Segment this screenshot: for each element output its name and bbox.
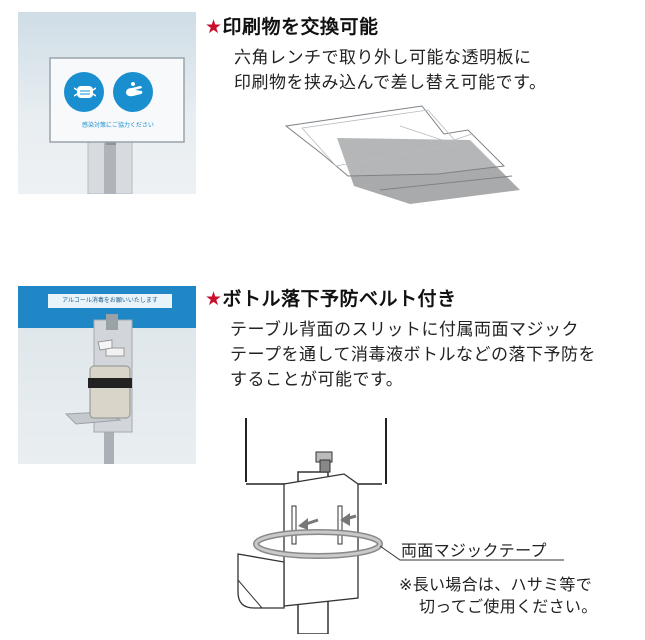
belt-label: 両面マジックテープ: [401, 541, 547, 560]
mask-icon: [74, 86, 96, 98]
sign-stand-photo: [18, 12, 196, 194]
hand-sanitize-icon: [126, 82, 143, 97]
star-icon: ★: [205, 288, 223, 310]
body-line: することが可能です。: [230, 370, 404, 390]
star-icon: ★: [205, 16, 223, 38]
section2-title: ボトル落下予防ベルト付き: [222, 288, 457, 310]
note-line: 切ってご使用ください。: [419, 597, 598, 616]
section1-title: 印刷物を交換可能: [222, 16, 379, 38]
sign-caption: 感染対策にご協力ください: [82, 122, 154, 129]
section2-heading: ★ボトル落下予防ベルト付き: [205, 284, 457, 311]
section2-body: テーブル背面のスリットに付属両面マジック テープを通して消毒液ボトルなどの落下予…: [230, 318, 596, 393]
bottle-belt-diagram: [237, 418, 564, 634]
body-line: 六角レンチで取り外し可能な透明板に: [234, 48, 532, 68]
note-line: ※長い場合は、ハサミ等で: [399, 575, 593, 594]
section1-heading: ★印刷物を交換可能: [205, 12, 379, 39]
bottle-stand-photo: [18, 286, 196, 464]
body-line: テープを通して消毒液ボトルなどの落下予防を: [230, 345, 596, 365]
banner-text: アルコール消毒をお願いいたします: [62, 297, 158, 304]
acrylic-plate-diagram: [284, 105, 520, 204]
body-line: テーブル背面のスリットに付属両面マジック: [230, 320, 579, 340]
section1-body: 六角レンチで取り外し可能な透明板に 印刷物を挟み込んで差し替え可能です。: [234, 46, 546, 96]
usage-note: ※長い場合は、ハサミ等で 切ってご使用ください。: [399, 574, 598, 618]
body-line: 印刷物を挟み込んで差し替え可能です。: [234, 73, 547, 93]
